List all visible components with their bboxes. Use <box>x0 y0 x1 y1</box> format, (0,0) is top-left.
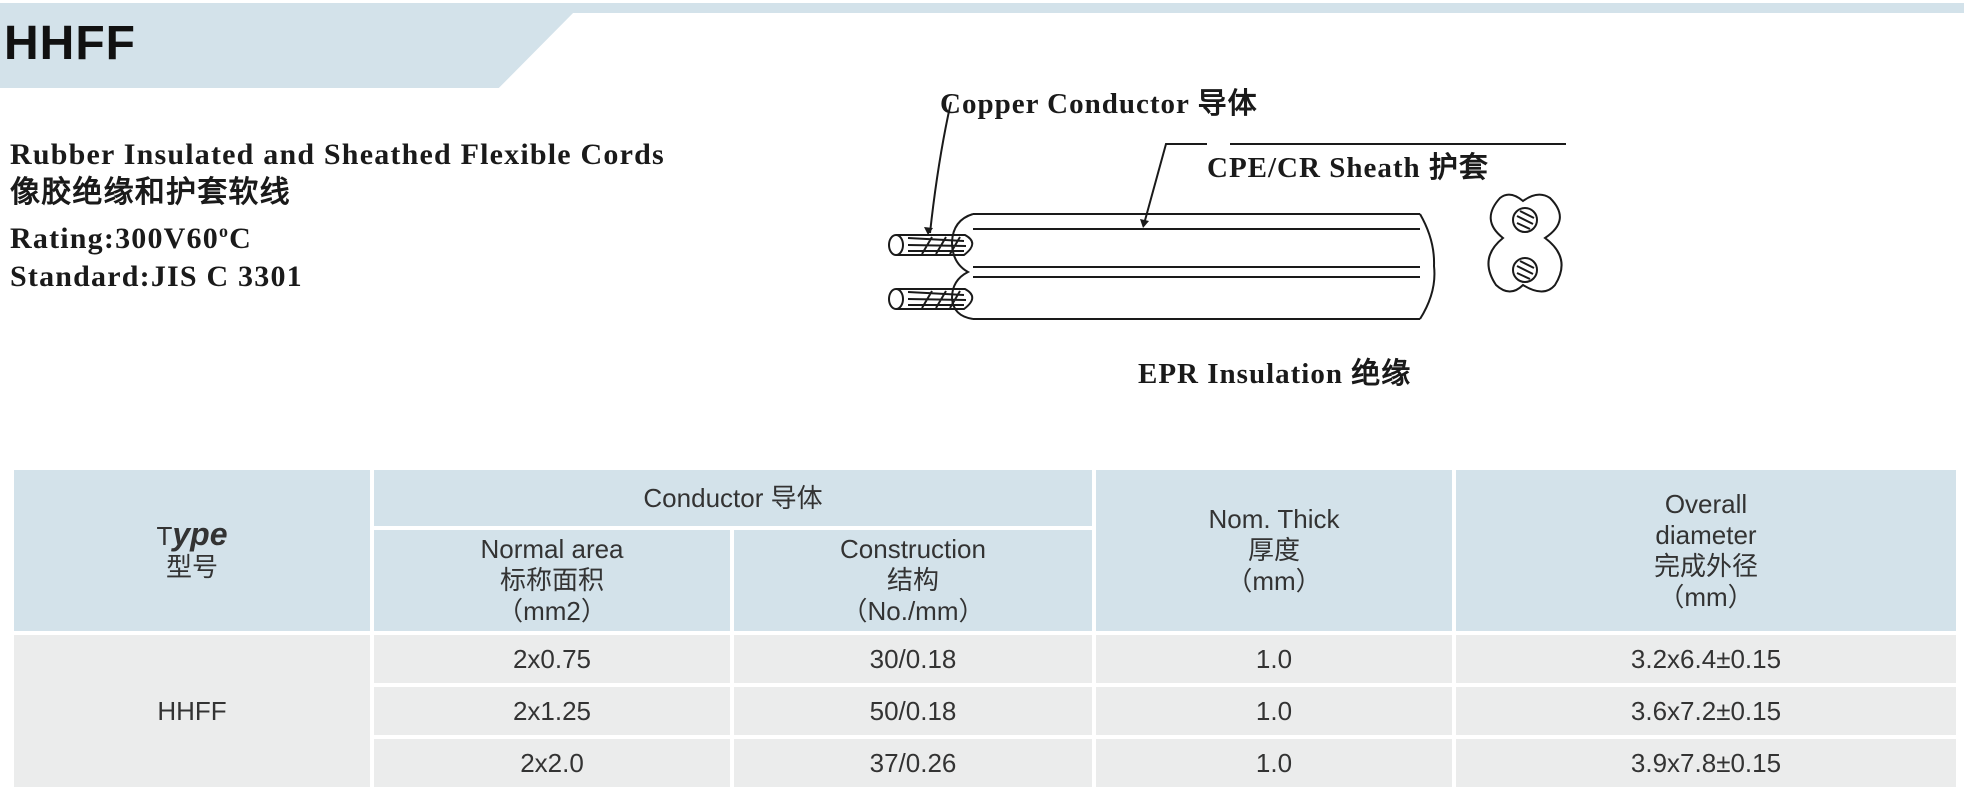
type-header-cn: 型号 <box>165 551 218 582</box>
thickness-header-unit: （mm） <box>1226 566 1322 596</box>
copper-arrowhead <box>924 227 933 235</box>
description-en: Rubber Insulated and Sheathed Flexible C… <box>10 138 665 171</box>
cross-section-core-top <box>1512 207 1538 233</box>
construction-cell: 37/0.26 <box>730 735 1096 791</box>
cross-section-core-bottom <box>1512 257 1538 283</box>
diameter-header: Overall diameter 完成外径 （mm） <box>1452 466 1960 635</box>
thickness-cell: 1.0 <box>1092 735 1456 791</box>
thickness-header-en: Nom. Thick <box>1208 504 1340 534</box>
diameter-cell: 3.9x7.8±0.15 <box>1452 735 1960 791</box>
header-strip <box>0 3 1964 13</box>
insulation-label: EPR Insulation 绝缘 <box>1138 358 1412 390</box>
sheath-leader-line <box>1143 143 1207 225</box>
table-row: 2x2.0 37/0.26 1.0 3.9x7.8±0.15 <box>12 735 1960 791</box>
copper-leader-line <box>929 101 952 234</box>
diameter-cell: 3.6x7.2±0.15 <box>1452 683 1960 739</box>
strands-bottom <box>907 290 967 309</box>
area-header: Normal area 标称面积 （mm2） <box>370 526 734 635</box>
description-cn: 像胶绝缘和护套软线 <box>10 176 291 209</box>
area-cell: 2x0.75 <box>370 631 734 687</box>
type-header-prefix: T <box>156 520 173 551</box>
type-cell: HHFF <box>10 631 374 791</box>
construction-header-unit: （No./mm） <box>841 596 985 626</box>
core-bottom-hatch <box>1516 260 1535 280</box>
degree-sign: o <box>218 221 230 241</box>
construction-header-en: Construction <box>840 534 986 564</box>
sheath-label: CPE/CR Sheath 护套 <box>1207 152 1489 184</box>
table-row: 2x1.25 50/0.18 1.0 3.6x7.2±0.15 <box>12 683 1960 739</box>
sheath-arrowhead <box>1140 219 1149 228</box>
construction-header-cn: 结构 <box>886 565 939 595</box>
rating-prefix: Rating:300V60 <box>10 222 219 255</box>
rating-suffix: C <box>229 222 253 255</box>
conductor-bottom <box>896 288 974 310</box>
thickness-header-cn: 厚度 <box>1247 535 1300 565</box>
cross-section-outline <box>1487 193 1563 293</box>
conductor-header: Conductor 导体 <box>370 466 1096 530</box>
conductor-top <box>896 234 974 256</box>
construction-header: Construction 结构 （No./mm） <box>730 526 1096 635</box>
area-header-unit: （mm2） <box>497 596 607 626</box>
table-header-row: Type 型号 Conductor 导体 Nom. Thick 厚度 （mm） … <box>10 466 1960 635</box>
diameter-header-cn: 完成外径 <box>1653 550 1758 581</box>
area-header-cn: 标称面积 <box>499 565 604 595</box>
rating: Rating:300V60oC <box>10 212 665 258</box>
diameter-cell: 3.2x6.4±0.15 <box>1452 631 1960 687</box>
product-description: Rubber Insulated and Sheathed Flexible C… <box>10 136 665 296</box>
page-title: HHFF <box>4 17 136 70</box>
diameter-header-en2: diameter <box>1655 519 1757 550</box>
area-header-en: Normal area <box>480 534 624 564</box>
thickness-cell: 1.0 <box>1092 683 1456 739</box>
cable-illustration <box>888 101 1566 320</box>
type-header-main: ype <box>172 515 228 552</box>
diameter-header-unit: （mm） <box>1658 581 1754 612</box>
core-top-hatch <box>1516 210 1535 230</box>
type-header: Type 型号 <box>10 466 374 635</box>
conductor-bottom-end <box>888 288 904 310</box>
table-subheader-row: Normal area 标称面积 （mm2） Construction 结构 （… <box>12 526 1958 635</box>
diameter-header-en1: Overall <box>1664 488 1748 519</box>
title-banner <box>0 6 580 88</box>
construction-cell: 50/0.18 <box>730 683 1096 739</box>
strands-top <box>907 236 967 255</box>
standard: Standard:JIS C 3301 <box>10 260 303 293</box>
construction-cell: 30/0.18 <box>730 631 1096 687</box>
cable-diagram: Copper Conductor 导体 CPE/CR Sheath 护套 EPR… <box>860 80 1660 410</box>
conductor-top-end <box>888 234 904 256</box>
area-cell: 2x1.25 <box>370 683 734 739</box>
thickness-header: Nom. Thick 厚度 （mm） <box>1092 466 1456 635</box>
table-row: HHFF 2x0.75 30/0.18 1.0 3.2x6.4±0.15 <box>10 631 1960 791</box>
copper-conductor-label: Copper Conductor 导体 <box>940 88 1258 120</box>
thickness-cell: 1.0 <box>1092 631 1456 687</box>
specification-table: Type 型号 Conductor 导体 Nom. Thick 厚度 （mm） … <box>10 466 1960 791</box>
sheath-end-curve <box>1419 213 1436 320</box>
area-cell: 2x2.0 <box>370 735 734 791</box>
sheath-front-face <box>950 213 974 320</box>
